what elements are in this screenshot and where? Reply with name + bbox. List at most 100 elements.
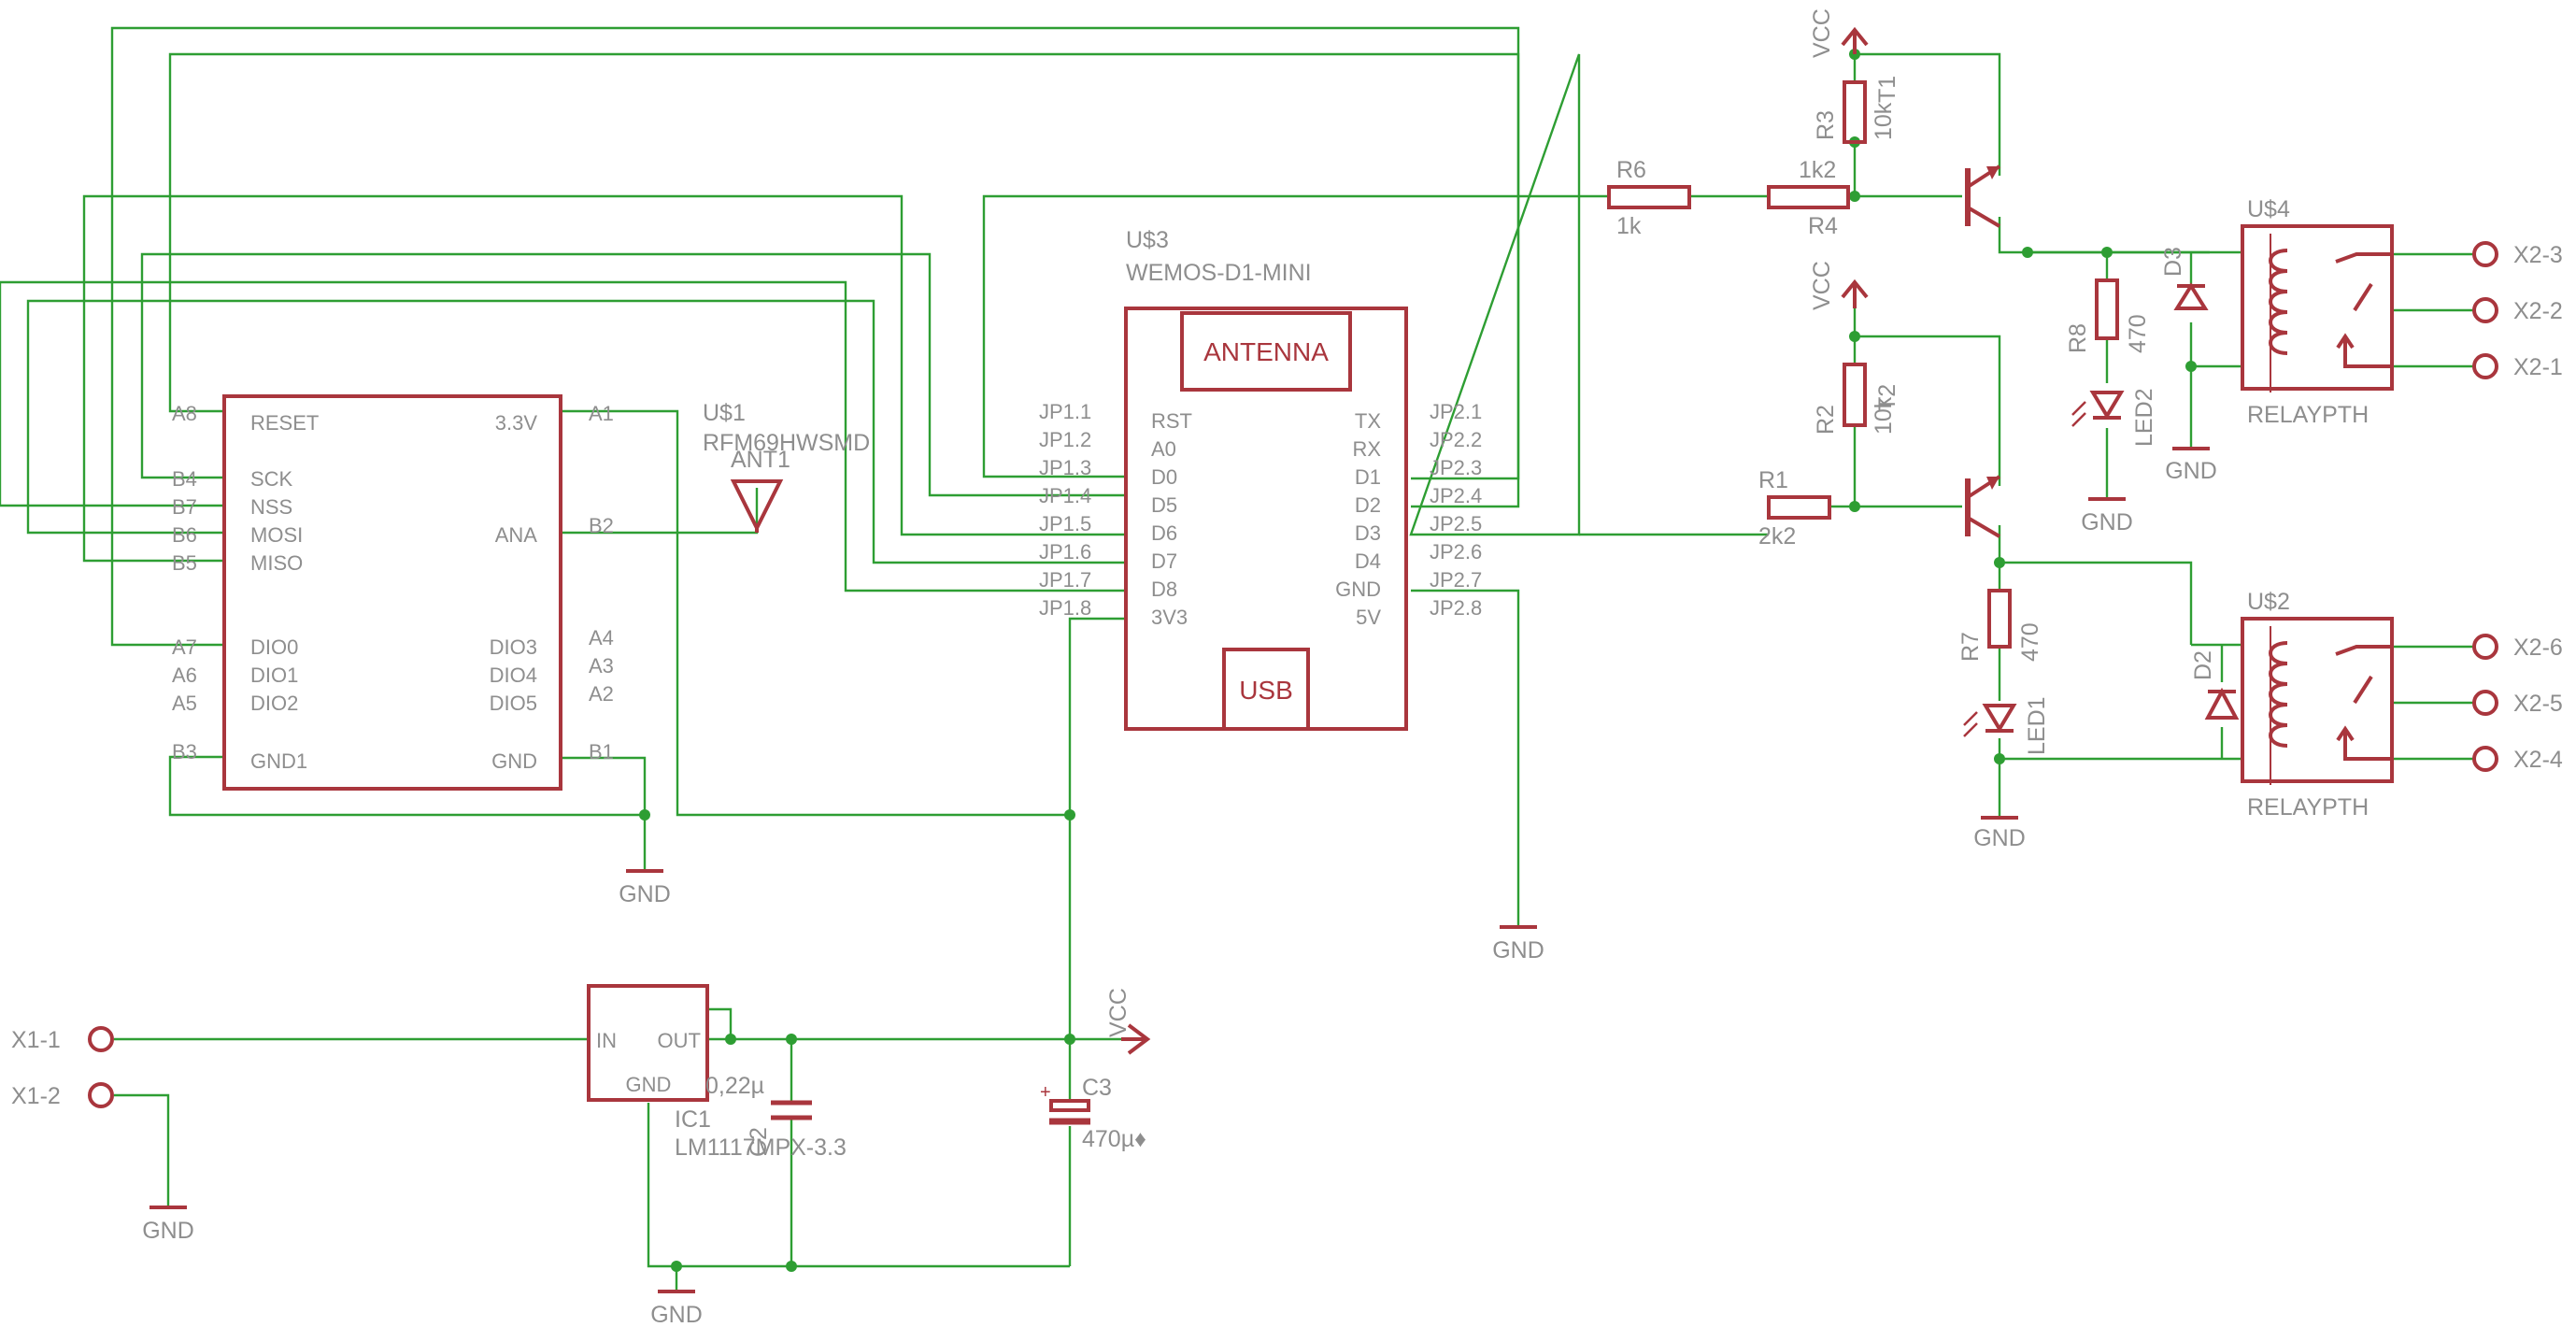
rfm69-pin-label: DIO3 (490, 635, 537, 659)
resistor-value: 470 (2125, 314, 2151, 353)
wemos-antenna-label: ANTENNA (1203, 337, 1329, 366)
transistor-name: T1 (1874, 76, 1900, 103)
gnd-label: GND (2165, 458, 2217, 484)
transistor-t2: T2 (1874, 384, 2001, 538)
gnd-label: GND (142, 1218, 194, 1244)
rfm69-pin-label: MISO (250, 551, 303, 575)
relay-u2: U$2 RELAYPTH (2241, 589, 2394, 820)
transistor-t1: T1 (1874, 76, 2001, 228)
wires (0, 26, 2474, 1290)
vcc-label: VCC (1809, 8, 1835, 58)
rfm69-pin-num: A7 (172, 635, 197, 659)
led-light-icon (1963, 711, 1978, 737)
rfm69-value: RFM69HWSMD (703, 430, 870, 456)
wemos-pin-num: JP1.5 (1039, 512, 1091, 535)
diode-d2: D2 (2190, 650, 2240, 720)
resistor-r8: R8 470 (2065, 278, 2151, 353)
led-icon (1982, 704, 2017, 733)
wire-wemos-gnd (1411, 589, 1520, 925)
resistor-r2: R2 10k (1813, 363, 1897, 435)
wire-miso-d6 (82, 194, 1126, 563)
resistor-r7: R7 470 (1957, 589, 2043, 662)
resistor-r4: 1k2 R4 (1767, 157, 1850, 239)
terminal-label: X2-2 (2513, 298, 2563, 324)
terminal-label: X1-2 (11, 1083, 61, 1109)
wemos-pin-label: A0 (1151, 437, 1176, 461)
relay-contact-icon (2335, 645, 2392, 761)
resistor-value: 1k (1616, 213, 1642, 239)
antenna: ANT1 (730, 447, 790, 533)
junction (1064, 809, 1075, 820)
regulator-ic1: IN OUT GND IC1 LM1117MPX-3.3 (587, 984, 847, 1161)
diode-name: D3 (2160, 247, 2186, 277)
wemos-pin-num: JP2.6 (1430, 540, 1482, 564)
wemos-antenna-box (1180, 311, 1352, 392)
resistor-value: 10k (1871, 102, 1897, 140)
rfm69-pin-num: A6 (172, 664, 197, 687)
regulator-name: IC1 (675, 1106, 711, 1133)
resistor-name: R3 (1813, 110, 1839, 140)
relay-terminals: X2-3 X2-2 X2-1 X2-6 X2-5 X2-4 (2472, 241, 2563, 773)
resistor-value: 2k2 (1758, 523, 1796, 549)
terminal-icon (2472, 690, 2498, 716)
wemos-usb-label: USB (1239, 676, 1293, 705)
terminal-icon (2472, 297, 2498, 323)
wemos-value: WEMOS-D1-MINI (1126, 260, 1312, 286)
ground-icon: GND (1492, 925, 1544, 963)
wire-sck-d5 (140, 252, 1126, 497)
terminal-icon (88, 1026, 114, 1052)
wire-vcc2-emitter (1855, 335, 2001, 486)
capacitor-value: 470µ♦ (1082, 1126, 1146, 1152)
rfm69-pin-num: B7 (172, 495, 197, 519)
terminal-label: X2-6 (2513, 635, 2563, 661)
rfm69-pin-num: A3 (589, 654, 614, 678)
relay-body (2241, 224, 2394, 391)
gnd-label: GND (1973, 825, 2026, 851)
rfm69-pin-label: GND1 (250, 749, 307, 773)
diode-icon (2173, 282, 2209, 310)
rfm69-pin-num: A4 (589, 626, 614, 649)
wemos-pin-label: D7 (1151, 549, 1177, 573)
rfm69-pin-num: A2 (589, 682, 614, 706)
junction (639, 809, 650, 820)
wire-d0-r6 (982, 194, 1609, 478)
rfm69-pin-num: B4 (172, 467, 197, 491)
resistors: R6 1k 1k2 R4 R3 10k R2 10k R1 2k2 R8 470 (1607, 80, 2151, 662)
relay-coil-icon (2269, 249, 2288, 355)
wemos-pin-label: D1 (1355, 465, 1381, 489)
ground-icon: GND (2165, 447, 2217, 484)
junction (671, 1261, 682, 1272)
terminal-icon (88, 1082, 114, 1108)
terminal-label: X2-4 (2513, 747, 2563, 773)
vcc-icon: VCC (1809, 8, 1869, 58)
ground-icon: GND (1973, 816, 2026, 851)
terminal-label: X2-1 (2513, 354, 2563, 380)
resistor-name: R8 (2065, 323, 2091, 353)
antenna-name: ANT1 (731, 447, 790, 473)
rfm69-pin-label: RESET (250, 411, 319, 435)
wemos-pin-num: JP2.8 (1430, 596, 1482, 620)
regulator-value: LM1117MPX-3.3 (675, 1134, 847, 1161)
wemos-pin-label: TX (1355, 409, 1381, 433)
terminal-icon (2472, 634, 2498, 660)
wemos-pin-num: JP2.4 (1430, 484, 1482, 507)
capacitor-plus: + (1040, 1082, 1051, 1103)
wemos-pin-label: RX (1352, 437, 1381, 461)
wire-rfm-gnd (561, 756, 647, 869)
junction (1994, 557, 2005, 568)
ground-icon: GND (650, 1290, 703, 1327)
rfm69-body (222, 394, 562, 791)
wemos-pin-num: JP2.5 (1430, 512, 1482, 535)
gnd-label: GND (650, 1302, 703, 1327)
led-light-icon (2071, 401, 2086, 427)
wemos-pin-num: JP1.8 (1039, 596, 1091, 620)
wemos-pin-label: D6 (1151, 521, 1177, 545)
vcc-label: VCC (1809, 261, 1835, 310)
rfm69-pin-label: DIO5 (490, 692, 537, 715)
capacitor-c3: + C3 470µ♦ (1040, 1075, 1146, 1152)
rfm69-pin-label: 3.3V (495, 411, 538, 435)
resistor-r6: R6 1k (1607, 157, 1691, 239)
wire-nss-d8 (0, 280, 1126, 592)
relay-u4: U$4 RELAYPTH (2241, 196, 2394, 428)
